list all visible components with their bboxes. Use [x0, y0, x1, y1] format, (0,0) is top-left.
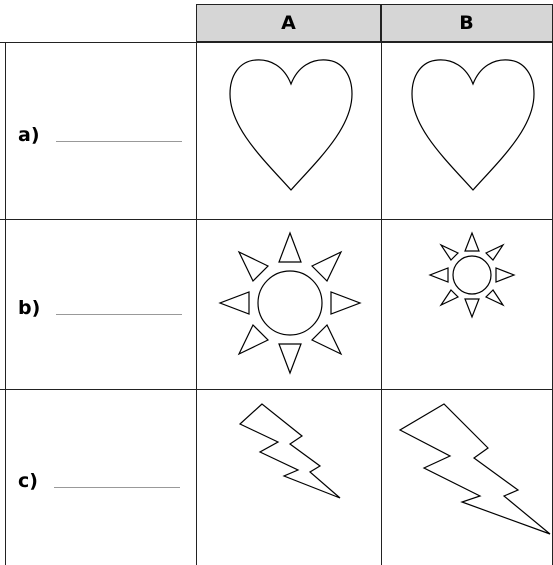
- grid-line-left: [5, 42, 6, 565]
- row-b-letter: b): [18, 297, 41, 319]
- row-c-letter: c): [18, 470, 38, 492]
- row-a-letter: a): [18, 124, 40, 146]
- heart-icon: [411, 59, 535, 191]
- column-header-b: B: [381, 4, 553, 42]
- sun-icon: [428, 231, 516, 319]
- row-a-label: a): [18, 124, 182, 146]
- row-c-label: c): [18, 470, 180, 492]
- heart-icon: [229, 59, 353, 191]
- row-b-label: b): [18, 297, 183, 319]
- sun-icon: [218, 231, 362, 375]
- lightning-bolt-icon: [398, 403, 551, 535]
- column-header-a: A: [196, 4, 381, 42]
- row-a-answer-line[interactable]: [55, 141, 182, 142]
- grid-line-top: [0, 42, 553, 43]
- row-b-answer-line[interactable]: [56, 314, 183, 315]
- grid-line-row-1: [0, 219, 553, 220]
- lightning-bolt-icon: [238, 403, 341, 499]
- grid-line-row-2: [0, 389, 553, 390]
- grid-line-col-a: [196, 4, 197, 565]
- row-c-answer-line[interactable]: [53, 487, 180, 488]
- grid-line-col-b: [381, 4, 382, 565]
